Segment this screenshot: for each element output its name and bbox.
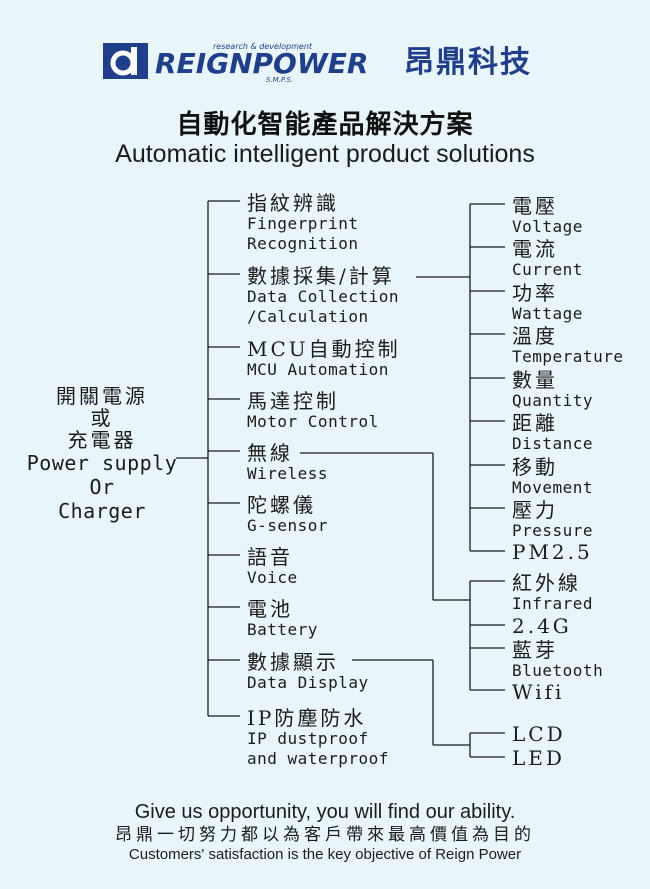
wireless-2-4g: 2.4G <box>512 615 572 637</box>
function-label-cn: IP防塵防水 <box>247 706 367 730</box>
function-label-en: IP dustproof <box>247 729 369 748</box>
function-label-en: Wireless <box>247 464 329 483</box>
measure-label-en: Voltage <box>512 217 583 236</box>
page-title-english: Automatic intelligent product solutions <box>115 140 535 168</box>
function-label-cn: MCU自動控制 <box>247 337 401 361</box>
brand-tagline: research & development <box>213 42 313 51</box>
measure-voltage: 電壓 Voltage <box>512 195 583 237</box>
measure-label-en: Temperature <box>512 347 624 366</box>
wireless-label-cn: Wifi <box>512 680 565 704</box>
measure-quantity: 數量 Quantity <box>512 369 593 411</box>
measure-label-cn: 電壓 <box>512 194 558 218</box>
display-led: LED <box>512 747 565 769</box>
measure-movement: 移動 Movement <box>512 456 593 498</box>
root-label-cn-3: 充電器 <box>67 428 137 452</box>
wireless-label-cn: 藍芽 <box>512 638 558 662</box>
footer-mission: Customers' satisfaction is the key objec… <box>128 846 522 863</box>
measure-label-cn: 溫度 <box>512 324 558 348</box>
brand-chinese-name: 昂鼎科技 <box>404 45 532 80</box>
wireless-bluetooth: 藍芽 Bluetooth <box>512 639 603 681</box>
measure-label-cn: PM2.5 <box>512 540 593 564</box>
function-label-cn: 數據顯示 <box>247 650 339 674</box>
measure-label-en: Current <box>512 260 583 279</box>
page-title-chinese: 自動化智能產品解決方案 <box>176 110 474 140</box>
function-fingerprint: 指紋辨識 Fingerprint Recognition <box>247 192 358 254</box>
function-battery: 電池 Battery <box>247 598 318 640</box>
measure-label-en: Distance <box>512 434 594 453</box>
measure-temperature: 溫度 Temperature <box>512 325 623 367</box>
root-label-en-3: Charger <box>58 499 146 523</box>
display-label: LED <box>512 746 565 770</box>
function-label-cn: 數據採集/計算 <box>247 264 395 288</box>
display-label: LCD <box>512 722 566 746</box>
function-label-en: Data Collection <box>247 287 399 306</box>
function-label-cn: 馬達控制 <box>247 389 339 413</box>
function-label-cn: 陀螺儀 <box>247 493 316 517</box>
root-label-en-2: Or <box>89 475 115 499</box>
measure-label-cn: 數量 <box>512 368 558 392</box>
function-label-cn: 電池 <box>247 597 293 621</box>
function-mcu-automation: MCU自動控制 MCU Automation <box>247 338 401 380</box>
function-label-cn: 無線 <box>247 441 293 465</box>
function-label-en: G-sensor <box>247 516 329 535</box>
function-label-en: Battery <box>247 620 318 639</box>
logo-mark <box>103 43 148 79</box>
function-label-en: Fingerprint <box>247 214 359 233</box>
root-label-cn-2: 或 <box>90 406 114 430</box>
brand-sub: S.M.P.S. <box>266 76 294 84</box>
footer-slogan-chinese: 昂鼎一切努力都以為客戶帶來最高價值為目的 <box>115 825 535 845</box>
function-data-collection: 數據採集/計算 Data Collection /Calculation <box>247 265 399 327</box>
measure-wattage: 功率 Wattage <box>512 282 583 324</box>
measure-pm25: PM2.5 <box>512 541 593 563</box>
root-node-power-supply: 開關電源 或 充電器 Power supply Or Charger <box>12 385 192 523</box>
wireless-wifi: Wifi <box>512 681 564 703</box>
measure-label-cn: 功率 <box>512 281 558 305</box>
measure-label-cn: 距離 <box>512 411 558 435</box>
function-wireless: 無線 Wireless <box>247 442 328 484</box>
measure-distance: 距離 Distance <box>512 412 593 454</box>
wireless-label-cn: 紅外線 <box>512 571 581 595</box>
wireless-label-en: Bluetooth <box>512 661 604 680</box>
measure-label-cn: 移動 <box>512 455 558 479</box>
function-label-en: /Calculation <box>247 307 369 326</box>
function-data-display: 數據顯示 Data Display <box>247 651 369 693</box>
measure-label-en: Wattage <box>512 304 583 323</box>
brand-name: REIGNPOWER <box>155 47 369 80</box>
measure-current: 電流 Current <box>512 238 583 280</box>
function-motor-control: 馬達控制 Motor Control <box>247 390 379 432</box>
wireless-infrared: 紅外線 Infrared <box>512 572 593 614</box>
measure-pressure: 壓力 Pressure <box>512 499 593 541</box>
measure-label-en: Quantity <box>512 391 594 410</box>
wireless-label-en: Infrared <box>512 594 594 613</box>
function-label-cn: 指紋辨識 <box>247 191 339 215</box>
function-label-en: Recognition <box>247 234 359 253</box>
function-label-cn: 語音 <box>247 545 293 569</box>
function-label-en: Voice <box>247 568 298 587</box>
root-label-en-1: Power supply <box>26 451 178 475</box>
function-ip-dustproof: IP防塵防水 IP dustproof and waterproof <box>247 707 389 769</box>
wireless-label-cn: 2.4G <box>512 614 572 638</box>
function-label-en: Motor Control <box>247 412 379 431</box>
function-label-en: and waterproof <box>247 749 389 768</box>
function-g-sensor: 陀螺儀 G-sensor <box>247 494 328 536</box>
display-lcd: LCD <box>512 723 566 745</box>
footer-slogan-english: Give us opportunity, you will find our a… <box>134 801 516 823</box>
measure-label-en: Pressure <box>512 521 594 540</box>
function-voice: 語音 Voice <box>247 546 298 588</box>
measure-label-cn: 電流 <box>512 237 558 261</box>
root-label-cn-1: 開關電源 <box>56 384 148 408</box>
function-label-en: Data Display <box>247 673 369 692</box>
function-label-en: MCU Automation <box>247 360 389 379</box>
measure-label-cn: 壓力 <box>512 498 558 522</box>
measure-label-en: Movement <box>512 478 594 497</box>
